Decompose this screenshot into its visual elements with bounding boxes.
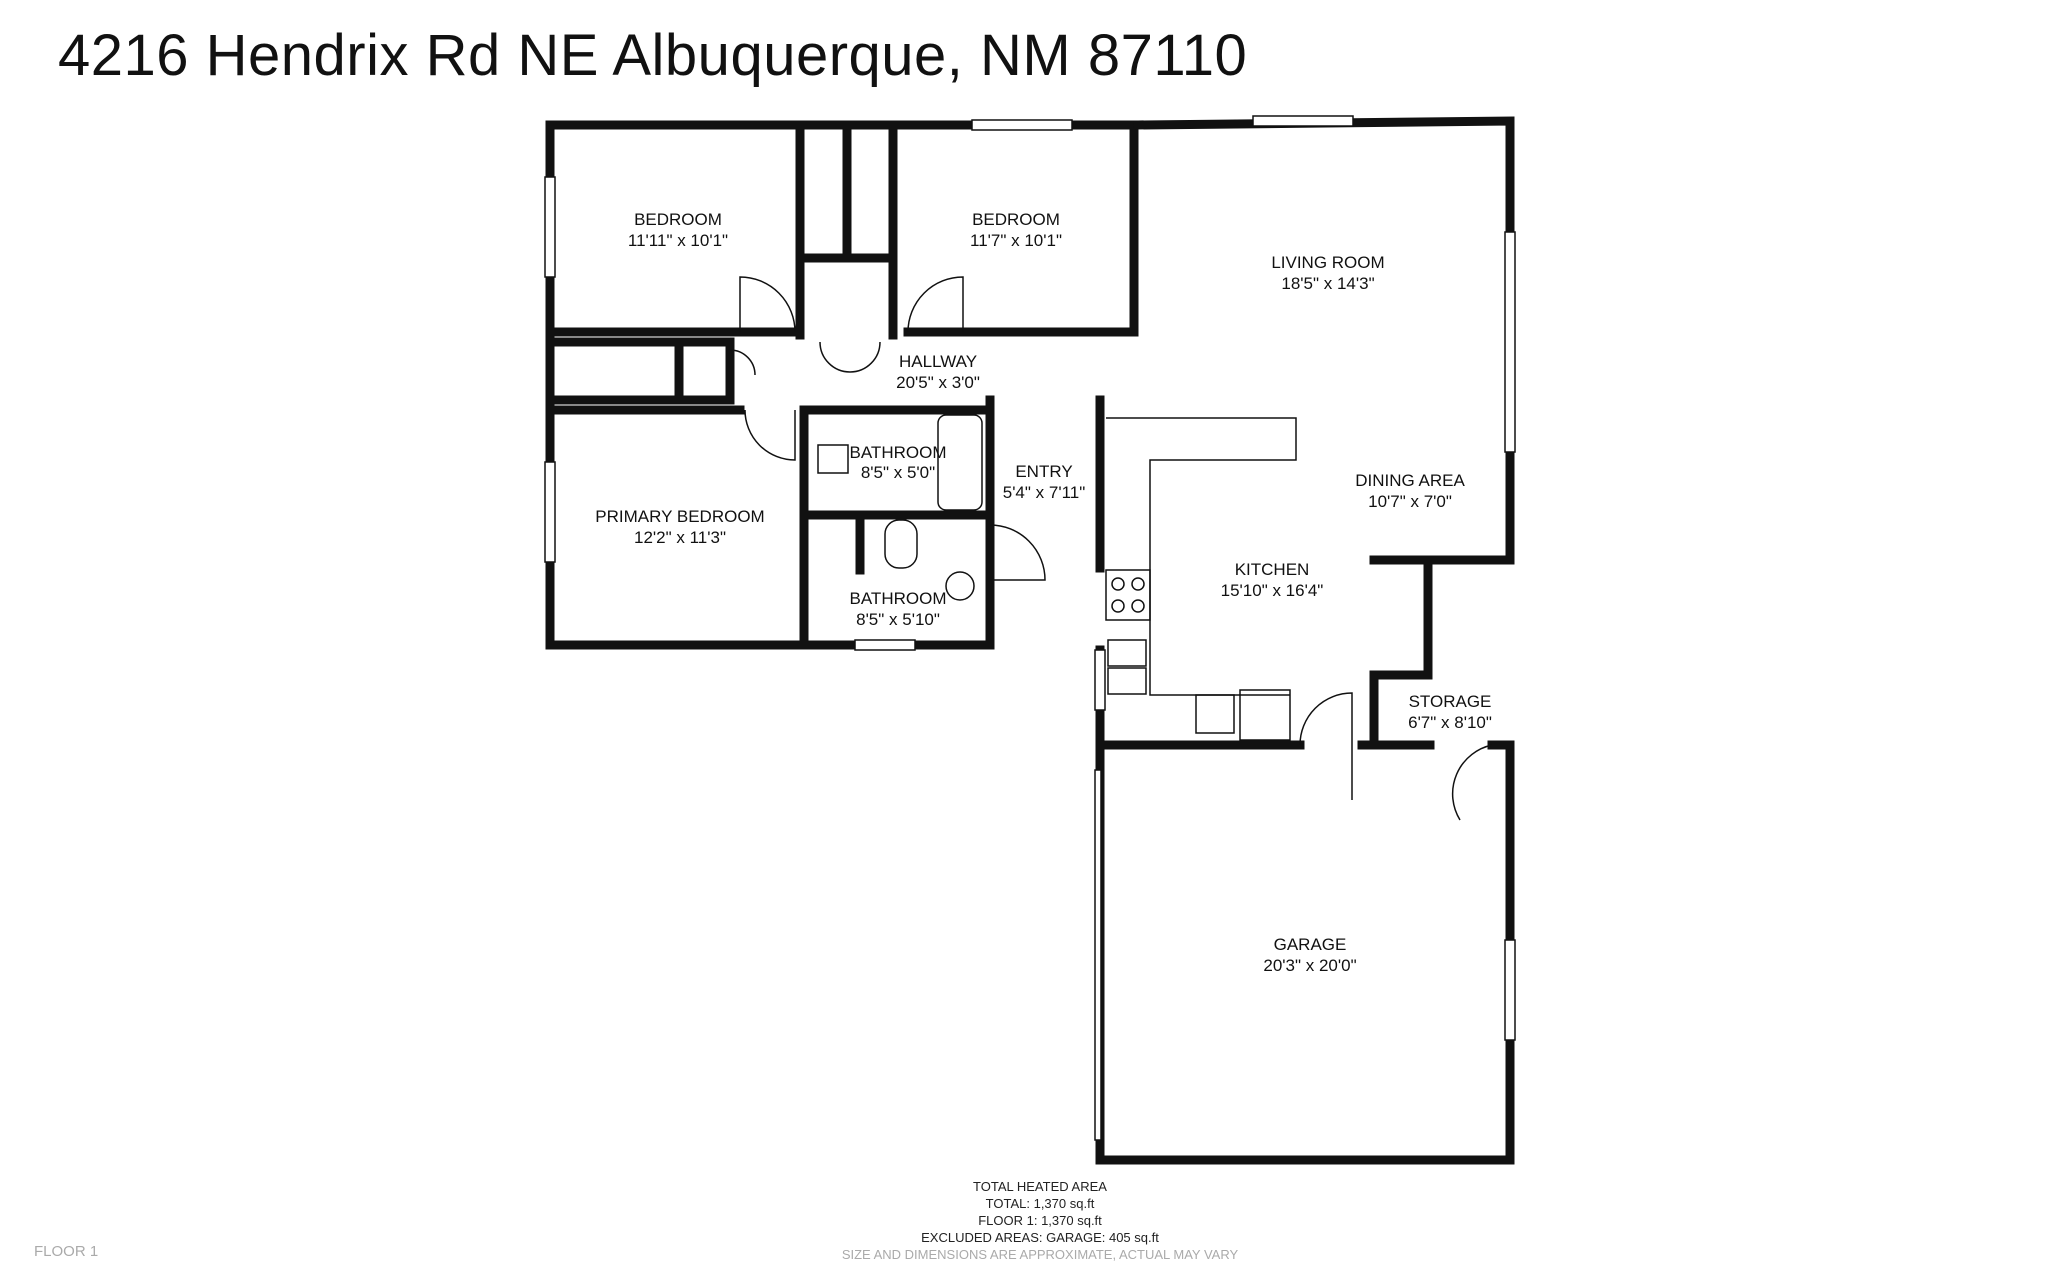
room-labels: BEDROOM 11'11" x 10'1" BEDROOM 11'7" x 1… <box>595 210 1492 975</box>
room-dimensions: 15'10" x 16'4" <box>1221 581 1324 600</box>
summary-heading: TOTAL HEATED AREA <box>973 1179 1107 1194</box>
room-dimensions: 12'2" x 11'3" <box>634 528 726 547</box>
floor-label: FLOOR 1 <box>34 1243 99 1260</box>
room-name: DINING AREA <box>1355 471 1465 490</box>
room-name: STORAGE <box>1409 692 1492 711</box>
room-name: HALLWAY <box>899 352 977 371</box>
room-name: BEDROOM <box>634 210 722 229</box>
room-dimensions: 20'3" x 20'0" <box>1263 956 1356 975</box>
room-dimensions: 8'5" x 5'0" <box>861 463 935 482</box>
room-name: GARAGE <box>1274 935 1347 954</box>
summary-excluded: EXCLUDED AREAS: GARAGE: 405 sq.ft <box>921 1230 1159 1245</box>
doors <box>729 276 1493 821</box>
room-dimensions: 11'7" x 10'1" <box>970 231 1062 250</box>
summary-total: TOTAL: 1,370 sq.ft <box>985 1196 1095 1211</box>
room-name: BATHROOM <box>850 443 947 462</box>
room-name: BEDROOM <box>972 210 1060 229</box>
room-name: PRIMARY BEDROOM <box>595 507 764 526</box>
summary-floor1: FLOOR 1: 1,370 sq.ft <box>978 1213 1102 1228</box>
room-name: BATHROOM <box>850 589 947 608</box>
windows <box>544 115 1516 1141</box>
disclaimer: SIZE AND DIMENSIONS ARE APPROXIMATE, ACT… <box>841 1247 1239 1262</box>
room-dimensions: 11'11" x 10'1" <box>628 231 728 250</box>
room-dimensions: 10'7" x 7'0" <box>1368 492 1452 511</box>
room-dimensions: 6'7" x 8'10" <box>1408 713 1492 732</box>
room-dimensions: 18'5" x 14'3" <box>1281 274 1374 293</box>
room-name: ENTRY <box>1015 462 1072 481</box>
room-name: LIVING ROOM <box>1271 253 1384 272</box>
room-dimensions: 5'4" x 7'11" <box>1003 483 1086 502</box>
fixtures <box>817 414 1297 741</box>
area-summary: TOTAL HEATED AREA TOTAL: 1,370 sq.ft FLO… <box>780 1178 1300 1263</box>
room-dimensions: 8'5" x 5'10" <box>856 610 940 629</box>
property-address-title: 4216 Hendrix Rd NE Albuquerque, NM 87110 <box>58 23 1248 88</box>
room-name: KITCHEN <box>1235 560 1310 579</box>
room-dimensions: 20'5" x 3'0" <box>896 373 980 392</box>
